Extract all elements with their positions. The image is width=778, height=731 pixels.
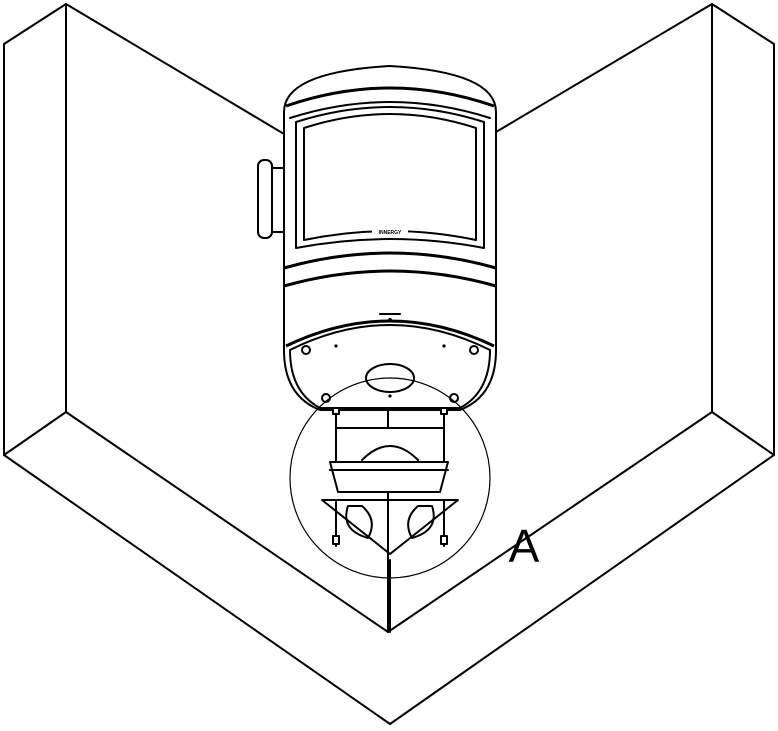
screw-left-bottom [332,499,340,547]
base-dot-top [388,318,392,322]
handle-bar [257,159,273,239]
bracket-lower-frame [321,499,459,555]
callout-circle [289,377,491,579]
base-dot-1 [334,344,338,348]
corner-wall [3,3,775,725]
brand-plate-bg [372,228,408,235]
screw-right-bottom [440,499,448,547]
base-hole-left [301,345,311,355]
wall-base-front [3,454,775,725]
bracket-shelf [329,461,449,493]
screw-right-top [440,407,448,429]
base-top-face [289,324,491,409]
door-glass [303,113,477,241]
brand-plate: INNERGY [379,230,402,236]
screw-left-top [332,407,340,429]
body-band-upper [283,251,497,270]
door-handle [257,159,285,239]
bracket-slot-left [345,505,373,539]
base-hole-right [469,345,479,355]
stove-top-rim [285,86,495,108]
wall-bracket [321,427,459,555]
detail-callout: A [289,377,540,579]
bracket-slot-right [407,505,435,539]
right-wall-outline [387,3,775,633]
base-dot-2 [442,344,446,348]
stove: INNERGY [257,65,497,411]
door-frame [295,106,485,249]
bracket-cutout [361,445,419,461]
stove-top-rim-inner [289,101,491,119]
callout-label-a: A [509,520,540,572]
base-dot-3 [388,394,392,398]
body-band-lower [283,269,497,288]
flue-outlet [365,363,415,393]
